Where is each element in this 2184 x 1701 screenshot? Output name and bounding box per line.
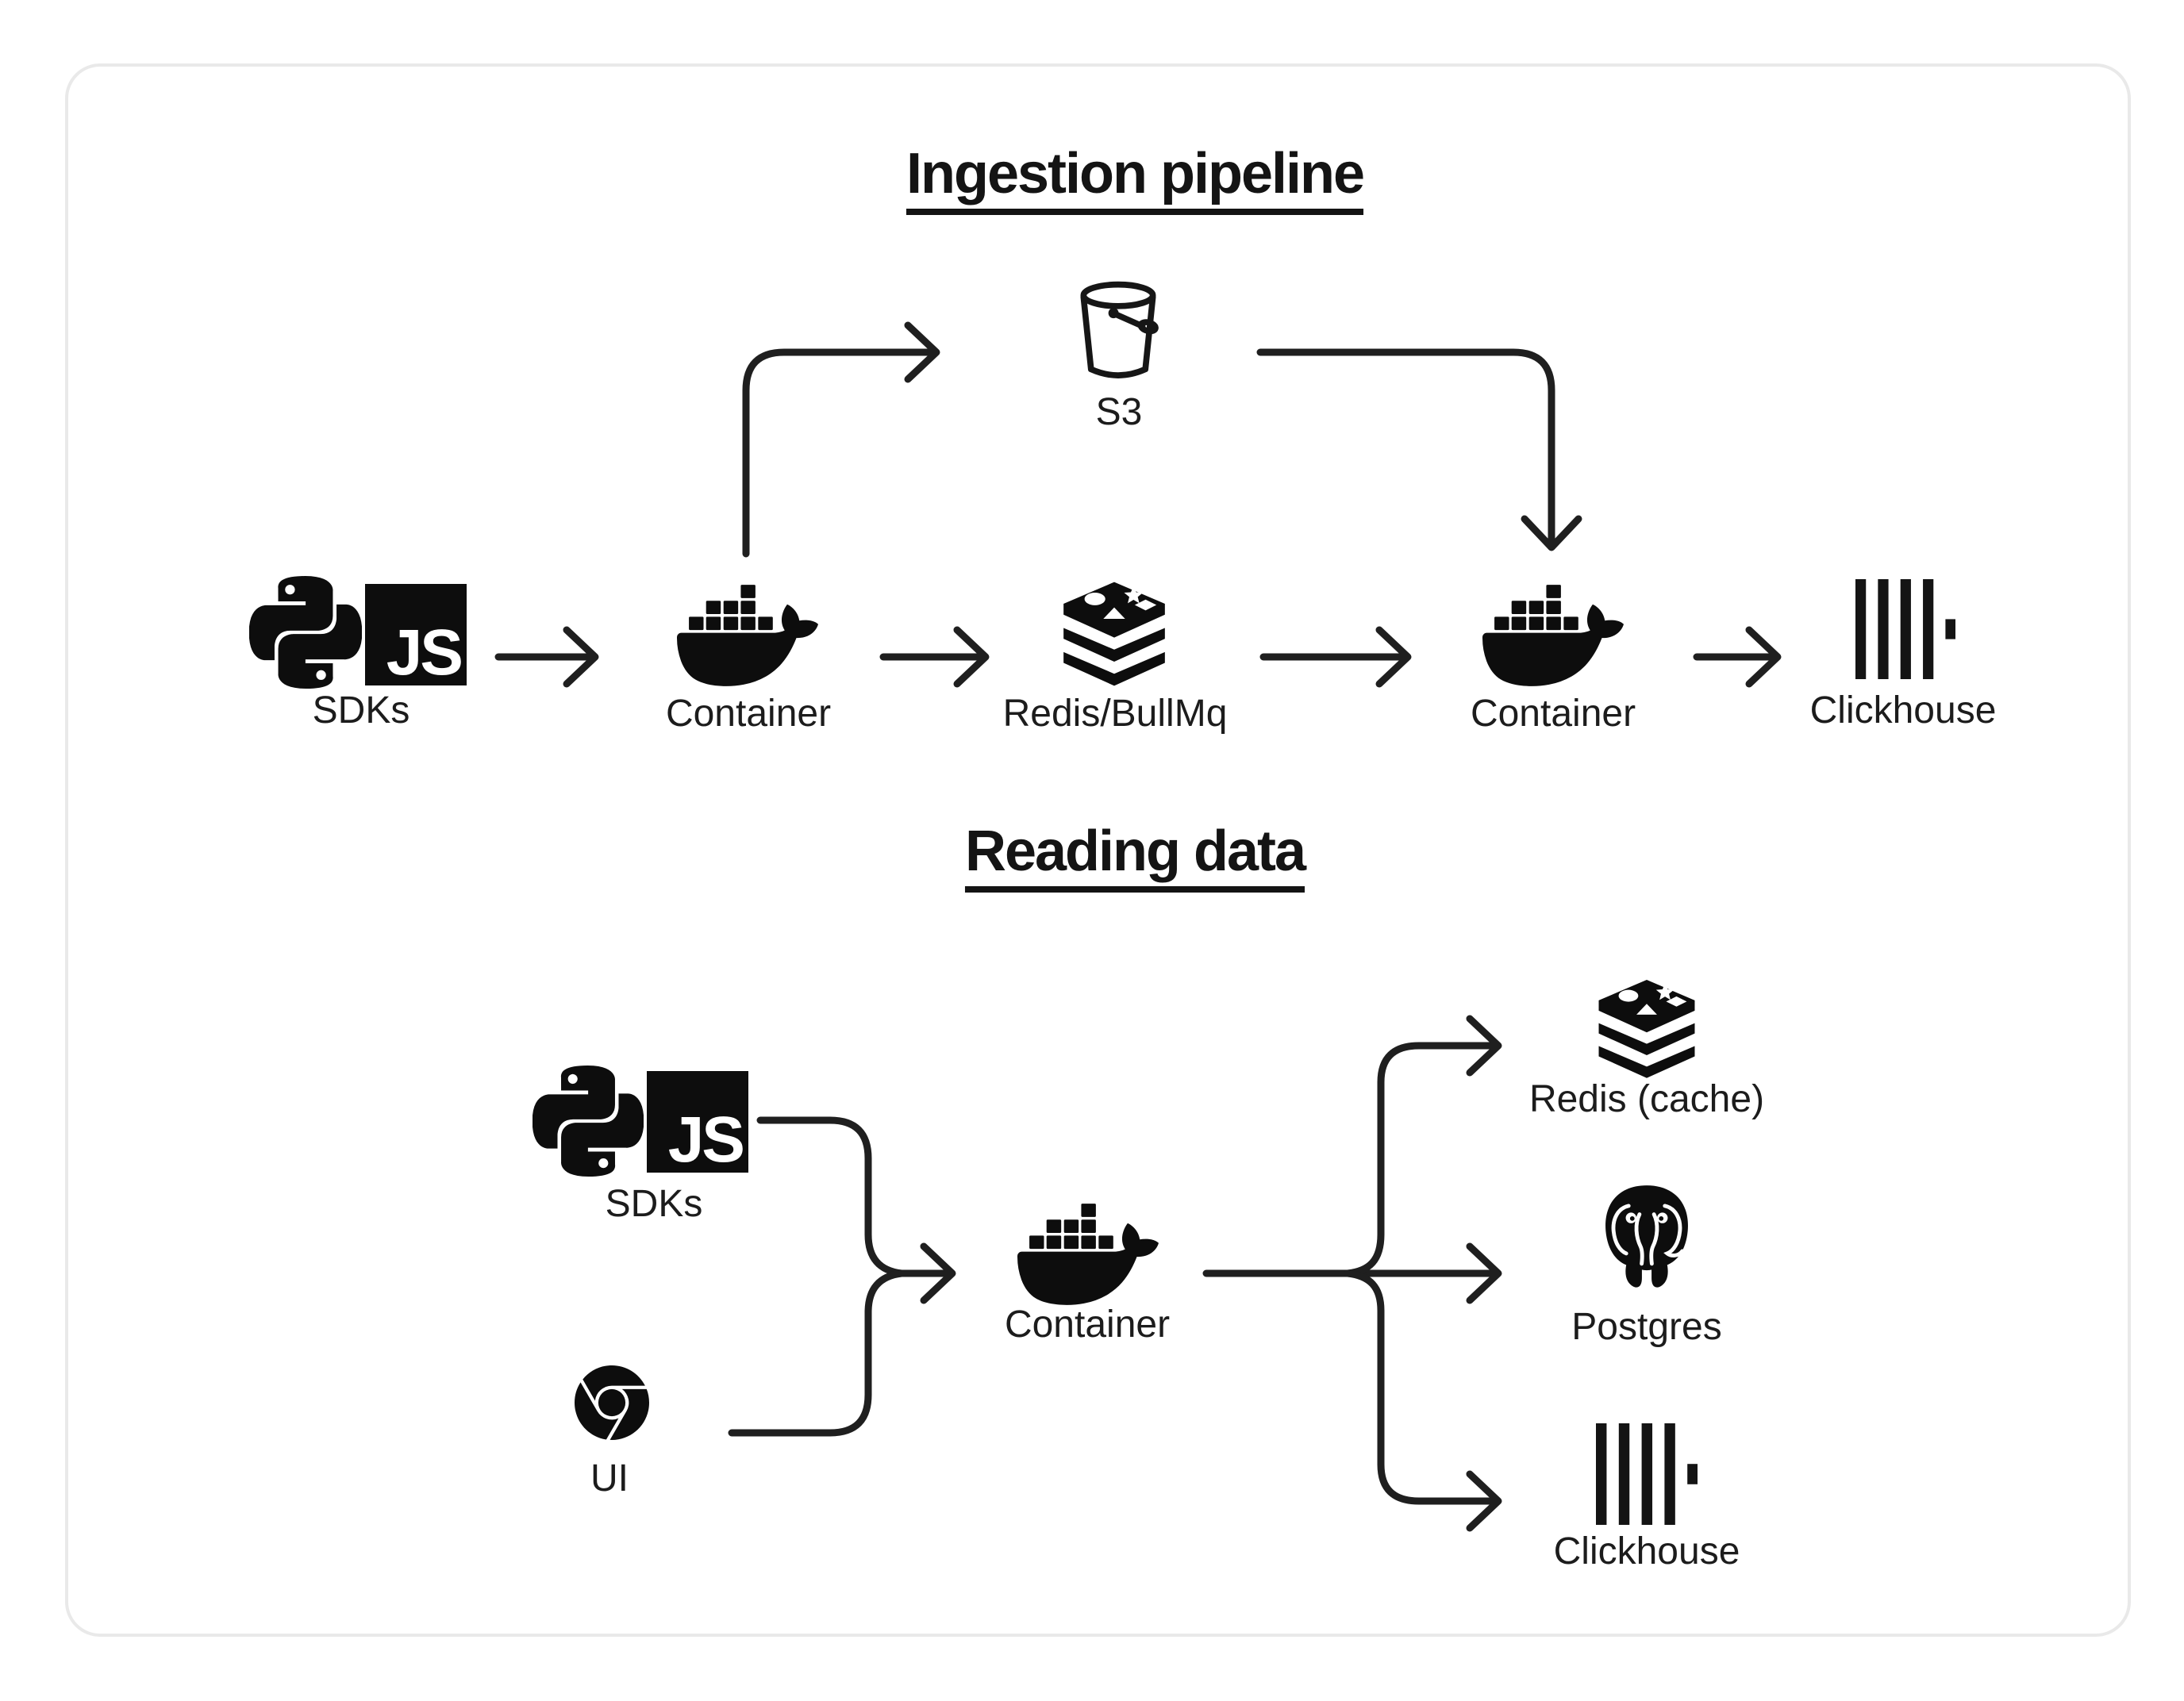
docker-icon [1482, 565, 1624, 706]
node-label-s3: S3 [1095, 391, 1143, 433]
node-label-redis-cache: Redis (cache) [1528, 1078, 1765, 1120]
section-title-reading: Reading data [964, 820, 1306, 883]
node-label-clickhouse-ingest: Clickhouse [1809, 689, 1997, 731]
arrow-redis-to-container2 [1259, 626, 1412, 688]
javascript-icon-text: JS [386, 616, 463, 689]
node-label-ui: UI [590, 1457, 629, 1499]
node-label-container-ingest-1: Container [665, 693, 832, 735]
javascript-icon: JS [647, 1071, 748, 1173]
docker-icon [1017, 1184, 1159, 1325]
arrow-sdks-to-container [494, 626, 599, 688]
line-ui-to-merge [728, 1269, 906, 1437]
clickhouse-icon [1596, 1423, 1698, 1525]
node-label-clickhouse-read: Clickhouse [1553, 1530, 1740, 1572]
docker-icon [677, 565, 818, 706]
chrome-browser-icon [575, 1365, 649, 1440]
node-label-container-read: Container [1004, 1304, 1171, 1346]
arrow-container-to-redis [879, 626, 990, 688]
arrow-merge-to-container [898, 1242, 956, 1304]
section-title-ingestion: Ingestion pipeline [906, 142, 1365, 205]
javascript-icon-text: JS [667, 1104, 745, 1176]
javascript-icon: JS [365, 584, 467, 685]
s3-bucket-icon [1071, 278, 1165, 389]
node-label-sdks-ingest: SDKs [312, 689, 410, 731]
arrow-container-to-s3 [742, 321, 940, 558]
redis-icon [1054, 571, 1175, 692]
python-icon [249, 576, 362, 689]
arrow-container2-to-clickhouse [1693, 626, 1782, 688]
node-label-redis-bullmq: Redis/BullMq [1002, 693, 1228, 735]
python-icon [533, 1066, 644, 1177]
line-sdks-to-merge [756, 1116, 906, 1277]
arrow-fork-to-clickhouse [1344, 1269, 1502, 1532]
arrow-fork-to-redis-cache [1344, 1015, 1502, 1277]
node-label-sdks-read: SDKs [605, 1183, 703, 1225]
diagram-card [65, 63, 2131, 1637]
node-label-container-ingest-2: Container [1470, 693, 1636, 735]
node-label-postgres: Postgres [1571, 1306, 1722, 1348]
arrow-s3-to-container2 [1256, 348, 1582, 551]
clickhouse-icon [1855, 579, 1955, 679]
postgres-icon [1586, 1181, 1707, 1306]
redis-icon [1590, 970, 1704, 1084]
